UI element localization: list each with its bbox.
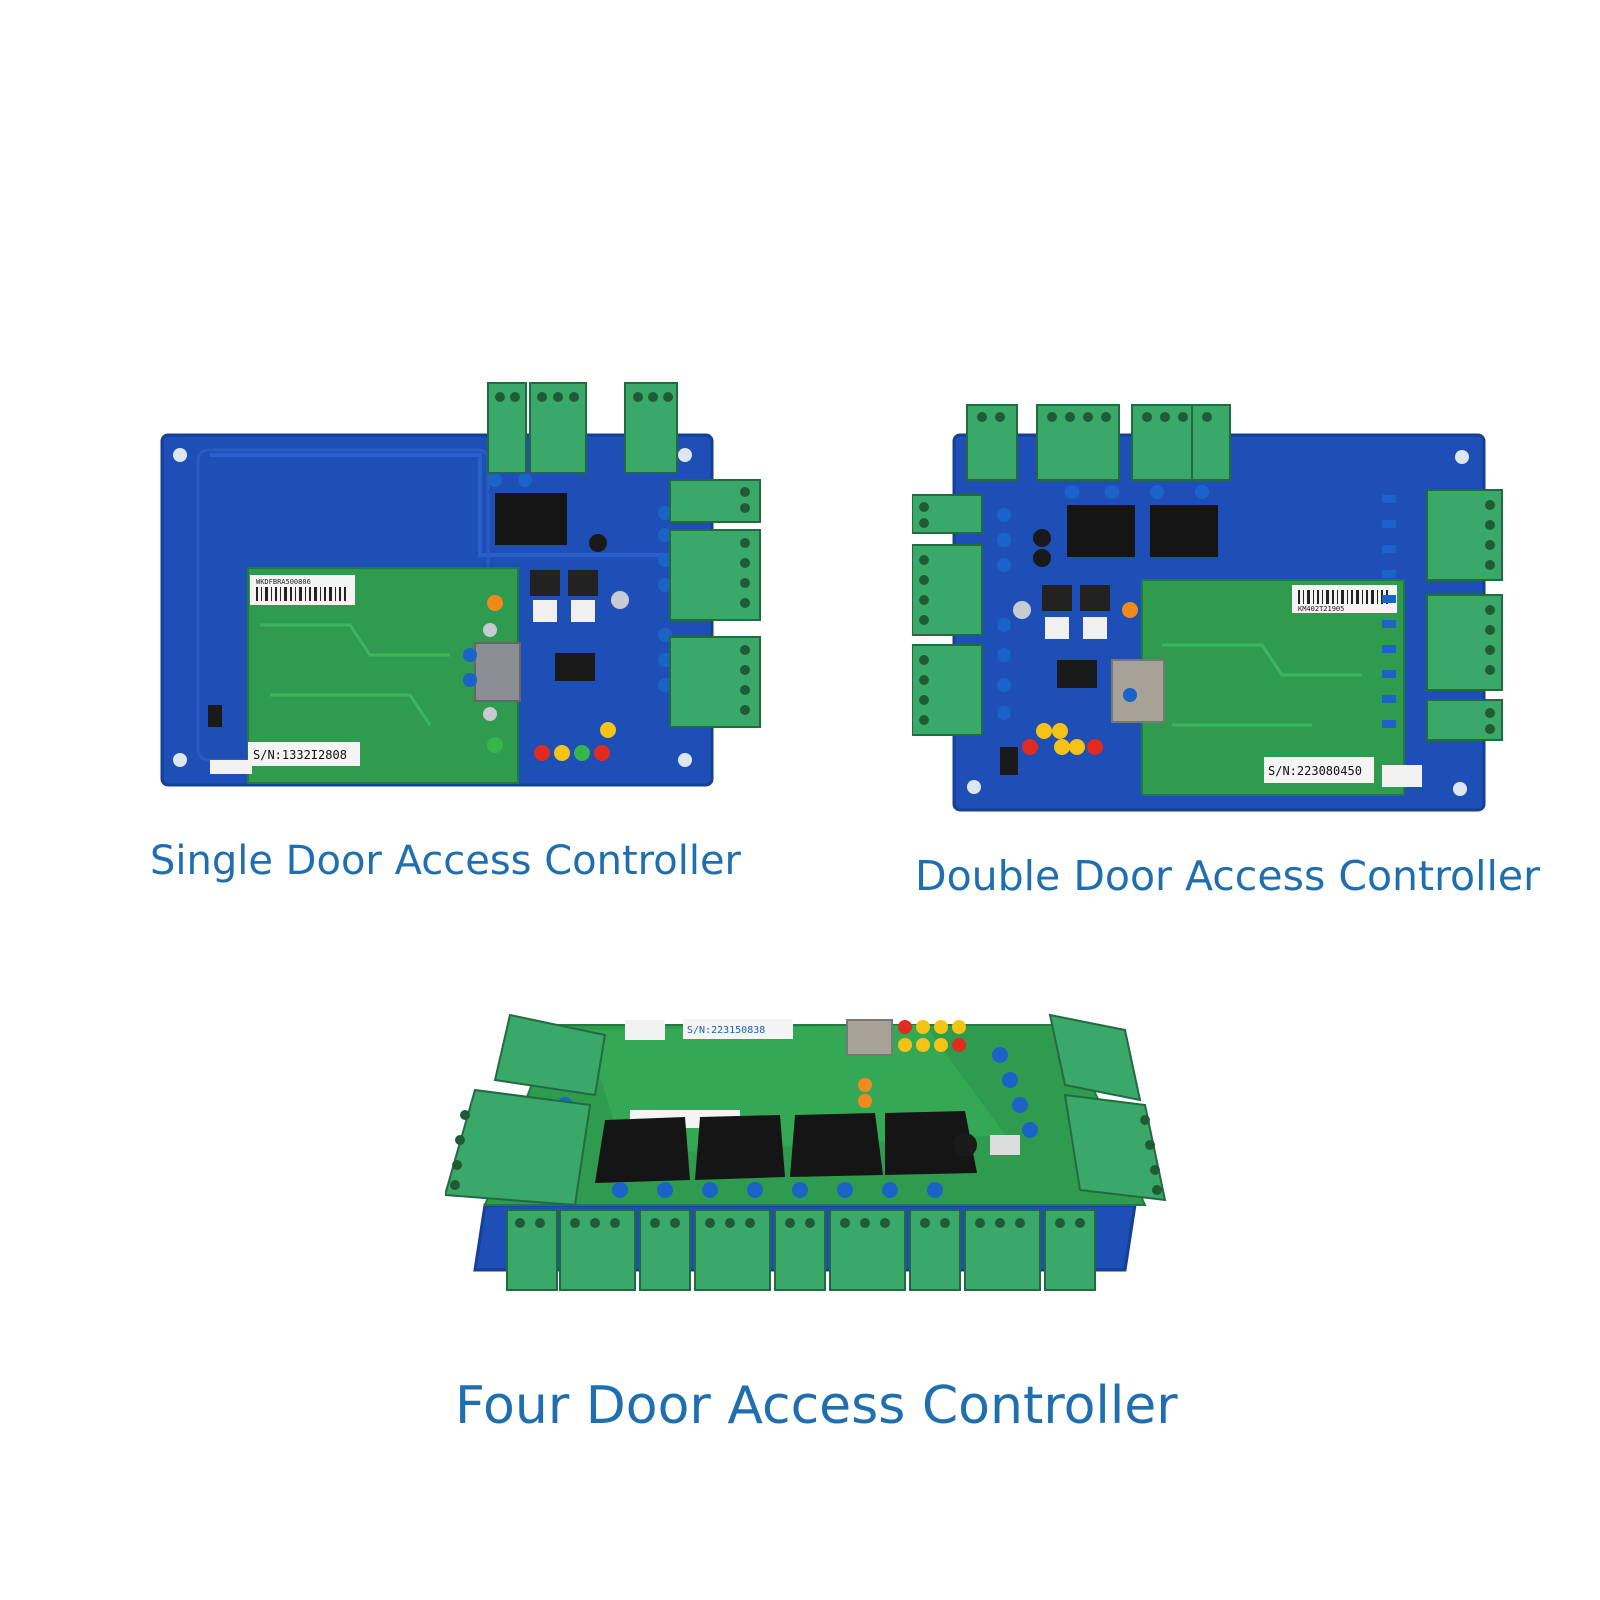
- serial-label: [1264, 757, 1374, 783]
- barcode-text: WKDFBRA500806: [256, 578, 311, 586]
- relay: [1150, 505, 1218, 557]
- barcode-text: KM402T21905: [1298, 605, 1344, 613]
- serial-label: [248, 742, 360, 766]
- four-door-caption: Four Door Access Controller: [455, 1376, 1178, 1436]
- four-door-controller-photo: S/N:223150838: [445, 1013, 1167, 1291]
- double-door-caption: Double Door Access Controller: [915, 852, 1541, 900]
- status-leds: [487, 595, 616, 761]
- serial-text: S/N:1332I2808: [253, 748, 347, 762]
- single-door-controller-photo: WKDFBRA500806 S/N:1332I2808: [160, 382, 761, 787]
- serial-text: S/N:223150838: [687, 1025, 765, 1036]
- serial-text: S/N:223080450: [1268, 764, 1362, 778]
- relay: [1067, 505, 1135, 557]
- serial-label: [683, 1019, 793, 1039]
- relays: [595, 1111, 977, 1183]
- single-door-caption: Single Door Access Controller: [150, 838, 741, 884]
- double-door-controller-photo: KM402T21905 S/N:223080450: [912, 404, 1503, 812]
- status-leds: [858, 1020, 966, 1108]
- status-leds: [1022, 602, 1138, 755]
- relay: [495, 493, 567, 545]
